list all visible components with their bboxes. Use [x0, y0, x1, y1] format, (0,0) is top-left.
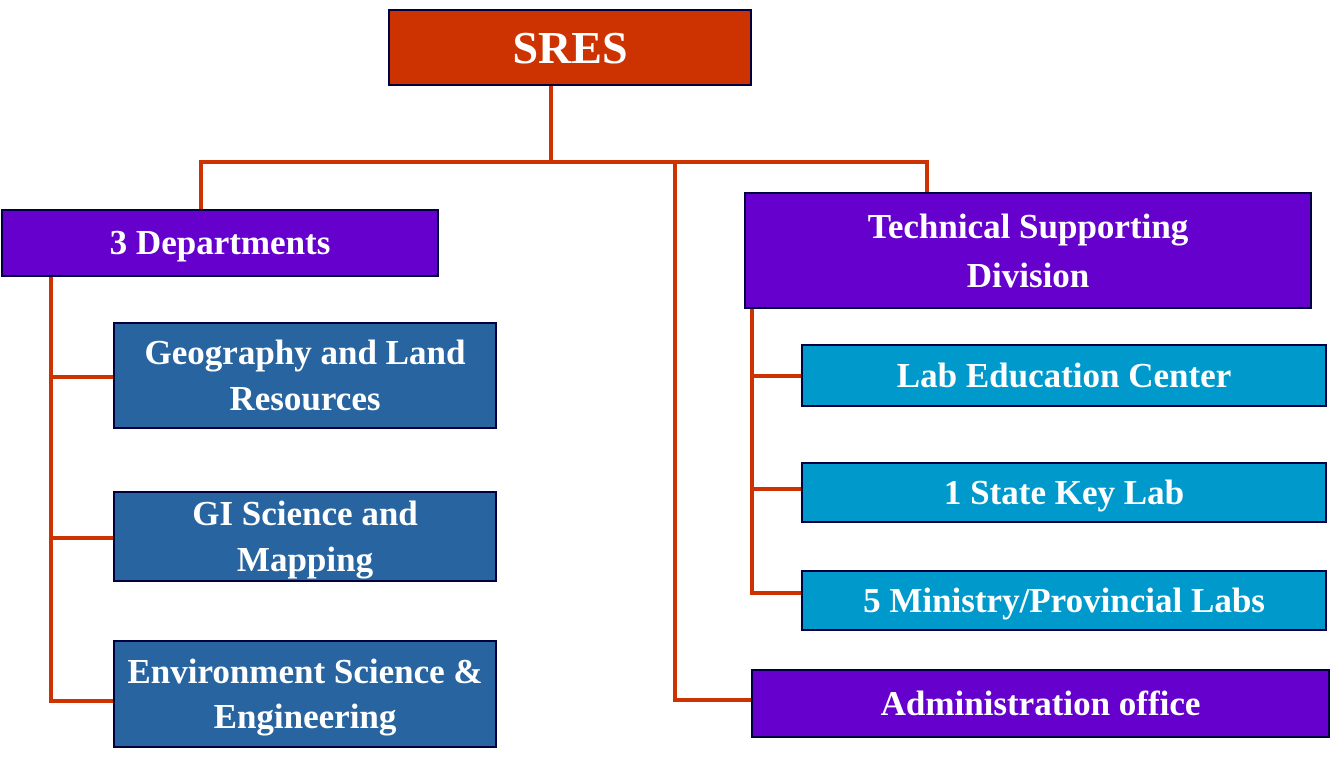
- lab-node: Lab Education Center: [801, 344, 1327, 407]
- lab-label: Lab Education Center: [896, 355, 1232, 395]
- connector-root: [199, 85, 929, 702]
- admin-office-label: Administration office: [880, 683, 1201, 723]
- lab-node: 5 Ministry/Provincial Labs: [801, 570, 1327, 631]
- lab-label: 1 State Key Lab: [943, 472, 1185, 512]
- departments-label: 3 Departments: [109, 223, 331, 263]
- department-node: GI Science and Mapping: [113, 491, 497, 582]
- connector-technical: [750, 308, 801, 595]
- department-label: Geography and Land Resources: [144, 333, 466, 418]
- technical-division-label: Technical Supporting Division: [867, 206, 1189, 295]
- technical-division-node: Technical Supporting Division: [744, 192, 1312, 309]
- root-label: SRES: [512, 21, 628, 73]
- department-node: Geography and Land Resources: [113, 322, 497, 429]
- department-label: Environment Science & Engineering: [127, 651, 483, 737]
- lab-node: 1 State Key Lab: [801, 462, 1327, 523]
- connector-departments: [49, 276, 113, 703]
- departments-node: 3 Departments: [1, 209, 439, 277]
- admin-office-node: Administration office: [751, 669, 1330, 738]
- department-node: Environment Science & Engineering: [113, 640, 497, 748]
- lab-label: 5 Ministry/Provincial Labs: [863, 580, 1265, 620]
- department-label: GI Science and Mapping: [192, 494, 418, 579]
- root-node: SRES: [388, 9, 752, 86]
